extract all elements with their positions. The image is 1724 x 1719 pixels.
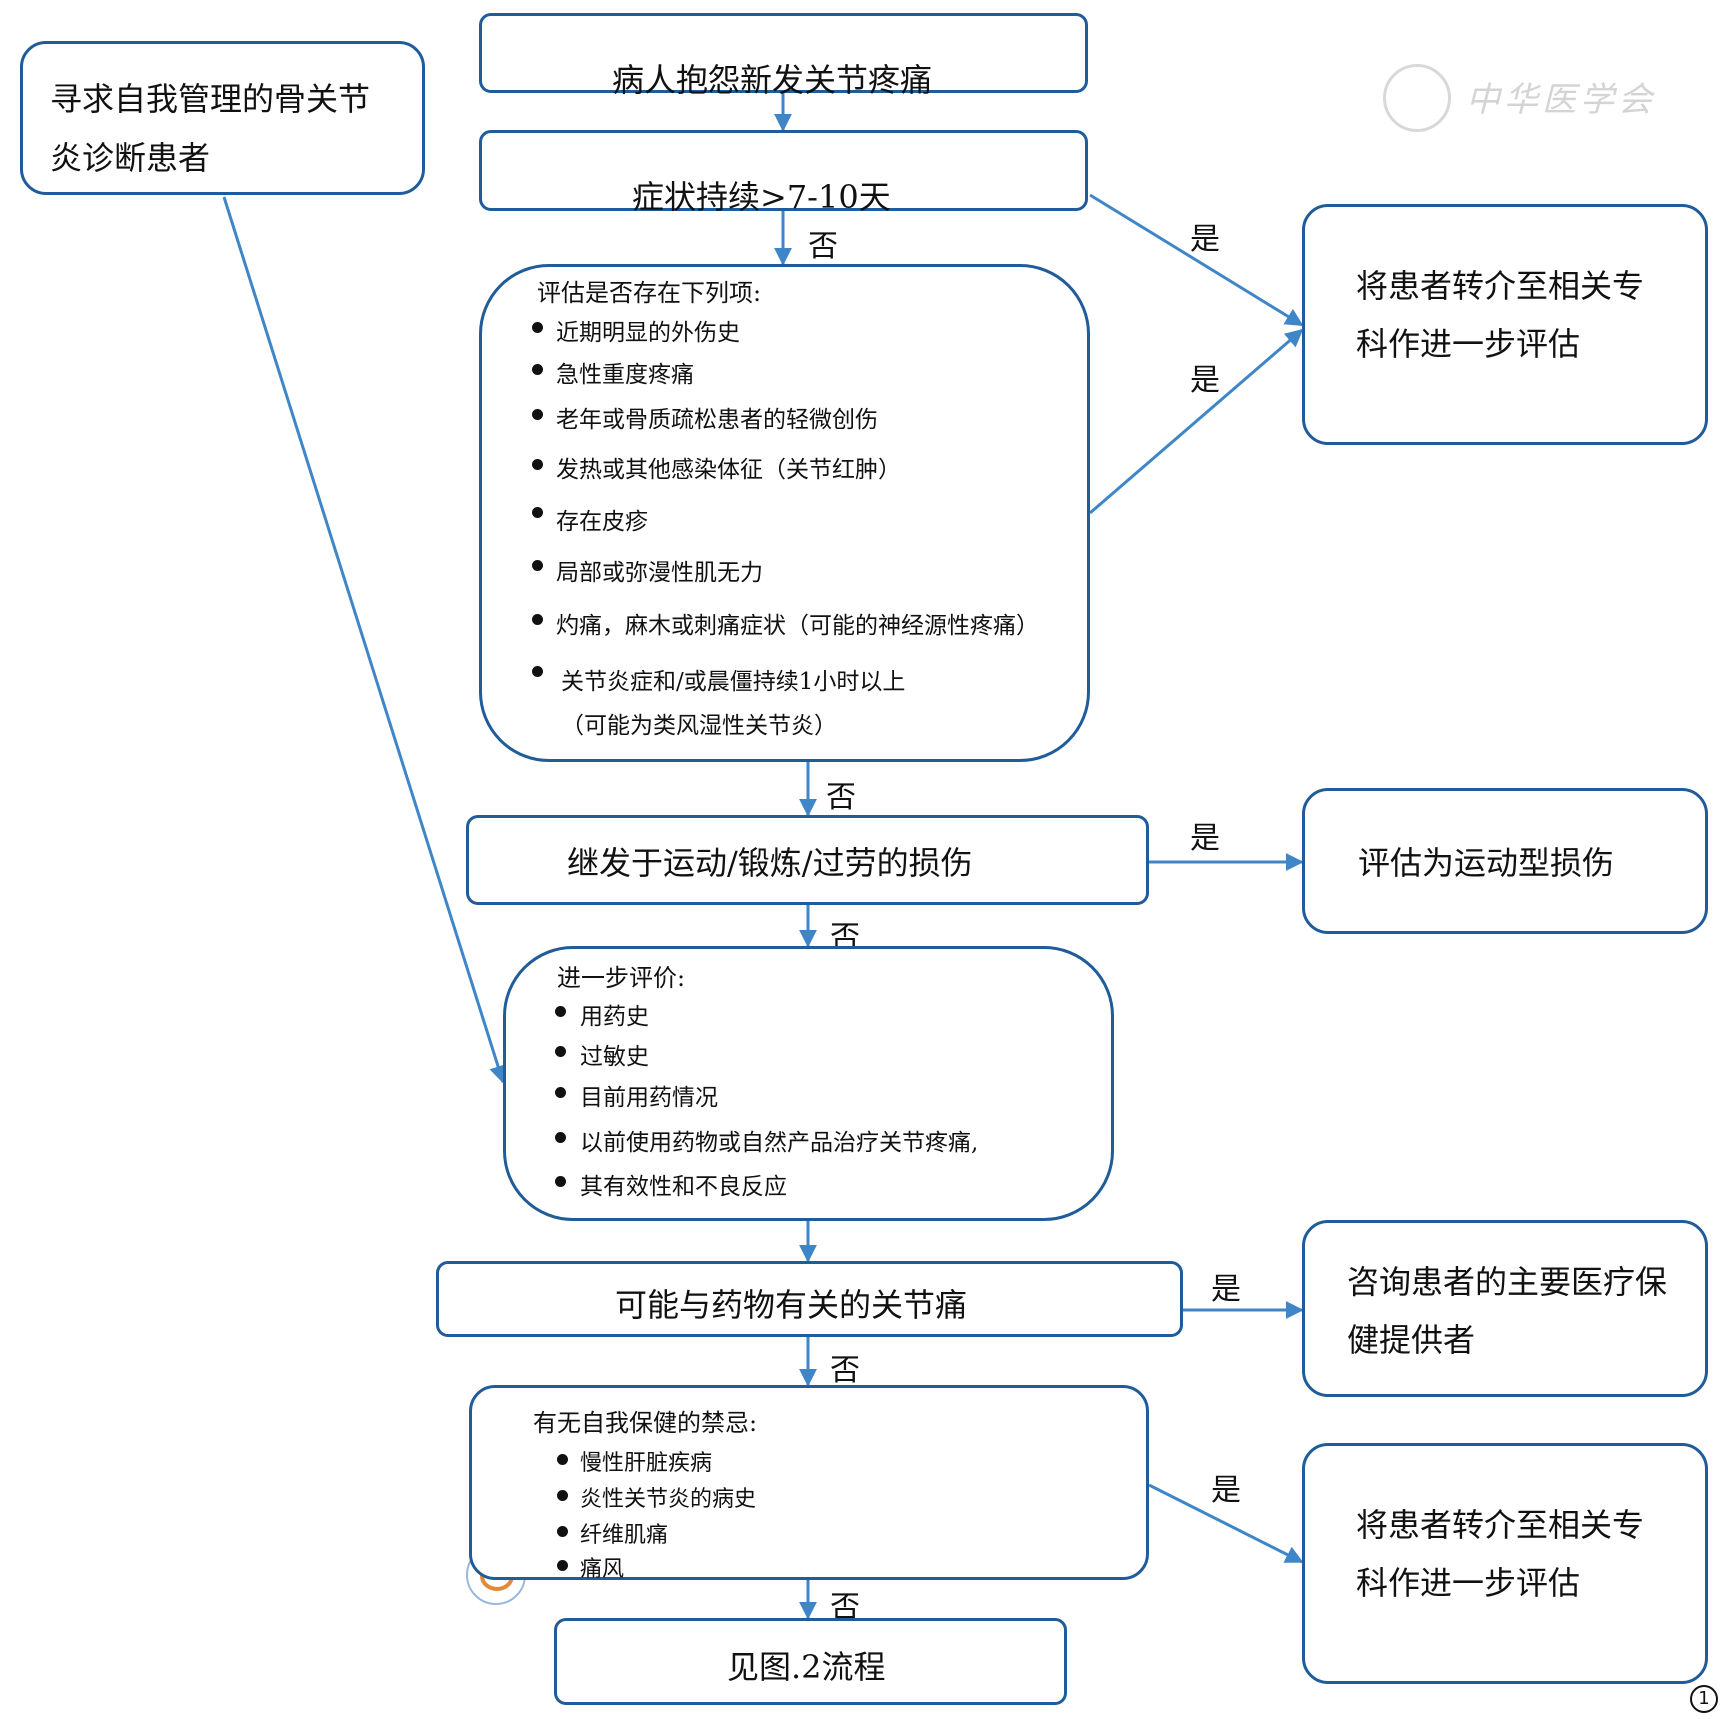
bullet-icon — [555, 1087, 566, 1098]
assess-title: 评估是否存在下列项: — [537, 279, 762, 307]
bullet-icon — [557, 1490, 568, 1501]
refer-box-1 — [1302, 204, 1708, 445]
bullet-icon — [557, 1454, 568, 1465]
start-box — [479, 13, 1088, 93]
end-box — [554, 1618, 1067, 1705]
label-yes-3: 是 — [1190, 821, 1220, 856]
bullet-icon — [555, 1132, 566, 1143]
label-yes-1: 是 — [1190, 222, 1220, 257]
bullet-icon — [532, 666, 543, 677]
refer-2-line1: 将患者转介至相关专 — [1356, 1506, 1645, 1544]
bullet-icon — [555, 1046, 566, 1057]
contra-item: 痛风 — [580, 1557, 625, 1582]
arrow-assess-to-refer — [1089, 328, 1304, 515]
watermark-text: 中华医学会 — [1466, 80, 1656, 120]
further-item: 用药史 — [580, 1004, 649, 1030]
patient-text-line1: 寻求自我管理的骨关节 — [50, 80, 371, 118]
drug-text: 可能与药物有关的关节痛 — [615, 1286, 968, 1324]
assess-box — [479, 264, 1090, 762]
watermark-seal-icon — [1383, 64, 1451, 132]
sport-eval-box — [1302, 788, 1708, 934]
assess-item: 发热或其他感染体征（关节红肿） — [556, 457, 901, 483]
consult-box — [1302, 1220, 1708, 1397]
refer-2-line2: 科作进一步评估 — [1356, 1564, 1581, 1602]
contra-item: 炎性关节炎的病史 — [580, 1487, 757, 1512]
assess-item: 灼痛，麻木或刺痛症状（可能的神经源性疼痛） — [556, 613, 1039, 639]
label-yes-5: 是 — [1211, 1473, 1241, 1508]
further-item: 其有效性和不良反应 — [580, 1174, 787, 1200]
patient-text-line2: 炎诊断患者 — [50, 139, 211, 177]
assess-item: 局部或弥漫性肌无力 — [556, 560, 763, 586]
bullet-icon — [555, 1006, 566, 1017]
contra-box — [469, 1385, 1149, 1580]
further-item: 以前使用药物或自然产品治疗关节疼痛, — [580, 1130, 979, 1156]
bullet-icon — [557, 1526, 568, 1537]
further-item: 目前用药情况 — [580, 1085, 718, 1111]
label-no-1: 否 — [808, 229, 838, 264]
contra-item: 慢性肝脏疾病 — [580, 1451, 713, 1476]
further-item: 过敏史 — [580, 1044, 649, 1070]
bullet-icon — [555, 1176, 566, 1187]
bullet-icon — [532, 560, 543, 571]
arrow-contra-to-refer — [1148, 1483, 1304, 1564]
refer-box-2 — [1302, 1443, 1708, 1684]
refer-1-line1: 将患者转介至相关专 — [1356, 267, 1645, 305]
drug-box — [436, 1261, 1183, 1337]
bullet-icon — [532, 409, 543, 420]
label-no-4: 否 — [830, 1353, 860, 1388]
assess-item: 近期明显的外伤史 — [556, 320, 740, 346]
bullet-icon — [532, 459, 543, 470]
assess-item: 急性重度疼痛 — [556, 362, 694, 388]
sport-eval-text: 评估为运动型损伤 — [1358, 844, 1615, 882]
patient-box — [20, 41, 425, 195]
sport-box — [466, 815, 1149, 905]
assess-item: 老年或骨质疏松患者的轻微创伤 — [556, 407, 878, 433]
bullet-icon — [532, 322, 543, 333]
arrow-patient-to-further — [222, 196, 507, 1084]
bullet-icon — [532, 507, 543, 518]
consult-line1: 咨询患者的主要医疗保 — [1347, 1263, 1668, 1301]
assess-item: 存在皮疹 — [556, 509, 648, 535]
refer-1-line2: 科作进一步评估 — [1356, 325, 1581, 363]
sport-text: 继发于运动/锻炼/过劳的损伤 — [567, 844, 973, 882]
assess-item: 关节炎症和/或晨僵持续1小时以上 — [561, 669, 906, 695]
duration-text: 症状持续>7-10天 — [632, 178, 891, 216]
label-yes-4: 是 — [1211, 1272, 1241, 1307]
further-box — [503, 946, 1114, 1221]
end-text: 见图.2流程 — [727, 1648, 886, 1686]
contra-item: 纤维肌痛 — [580, 1523, 669, 1548]
bullet-icon — [532, 614, 543, 625]
label-no-2: 否 — [826, 780, 856, 815]
figure-number: 1 — [1690, 1685, 1718, 1713]
label-yes-2: 是 — [1190, 363, 1220, 398]
duration-box — [479, 130, 1088, 211]
start-text: 病人抱怨新发关节疼痛 — [612, 61, 933, 99]
further-title: 进一步评价: — [557, 964, 686, 992]
contra-title: 有无自我保健的禁忌: — [533, 1409, 758, 1437]
bullet-icon — [557, 1560, 568, 1571]
arrow-duration-to-refer — [1089, 193, 1304, 327]
consult-line2: 健提供者 — [1347, 1321, 1476, 1359]
assess-item-note: （可能为类风湿性关节炎） — [561, 713, 837, 739]
bullet-icon — [532, 364, 543, 375]
